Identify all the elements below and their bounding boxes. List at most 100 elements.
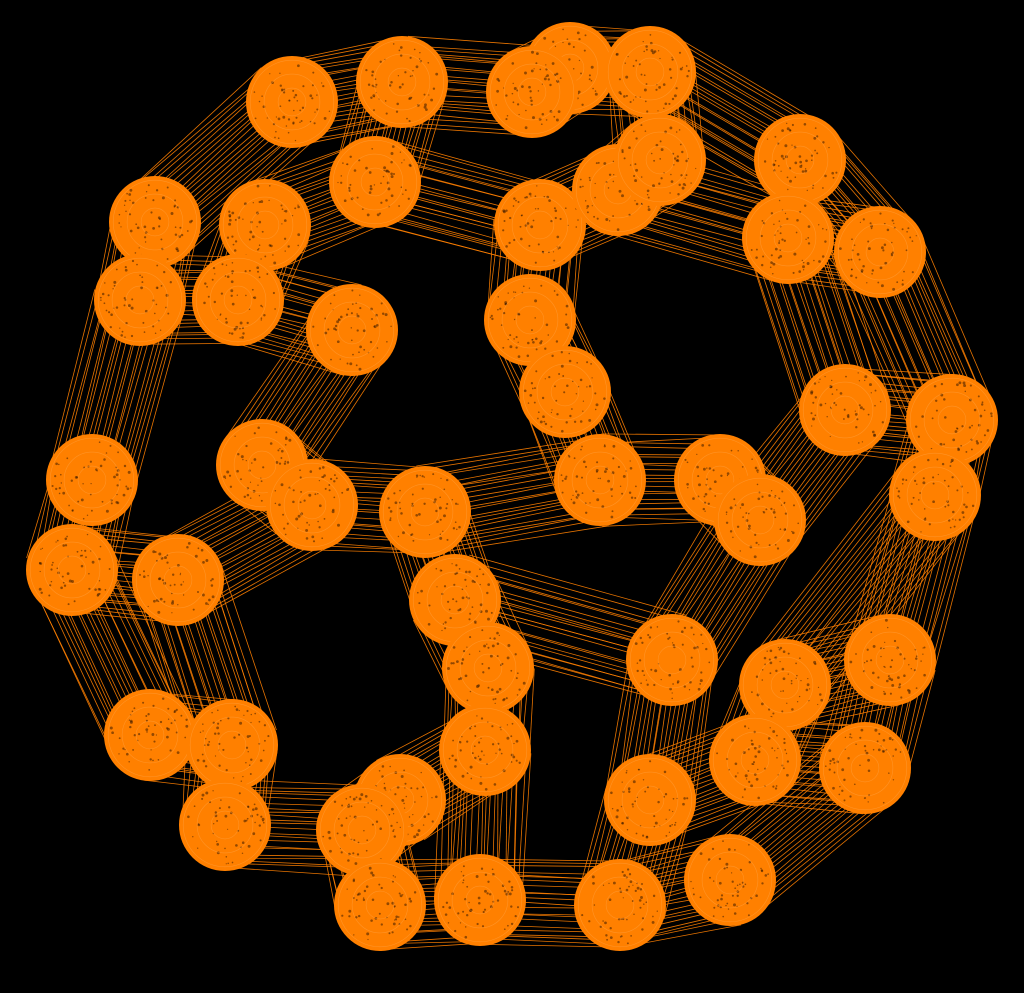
- node-speckle: [874, 728, 878, 732]
- node-speckle: [980, 441, 982, 443]
- node-speckle: [414, 801, 416, 803]
- node-speckle: [668, 102, 671, 105]
- node-speckle: [248, 238, 251, 241]
- node-speckle: [366, 932, 370, 936]
- node-speckle: [486, 892, 489, 895]
- node-speckle: [894, 748, 897, 751]
- node-speckle: [262, 466, 265, 469]
- node-speckle: [802, 265, 805, 269]
- node-speckle: [254, 117, 257, 120]
- node-speckle: [329, 302, 332, 305]
- node-speckle: [423, 93, 426, 96]
- node-speckle: [681, 150, 684, 154]
- node-speckle: [833, 401, 836, 405]
- node-speckle: [867, 801, 869, 803]
- node-speckle: [590, 363, 592, 365]
- node-speckle: [760, 234, 763, 238]
- node-speckle: [620, 935, 623, 938]
- node-speckle: [792, 531, 795, 535]
- node-speckle: [251, 462, 253, 464]
- node-speckle: [273, 261, 277, 265]
- node-speckle: [567, 454, 570, 457]
- node-speckle: [157, 610, 161, 614]
- node-speckle: [872, 644, 876, 648]
- node-speckle: [907, 227, 910, 230]
- node-speckle: [423, 105, 427, 109]
- node-speckle: [503, 928, 506, 931]
- node-speckle: [595, 162, 598, 165]
- node-speckle: [836, 389, 838, 391]
- node-speckle: [328, 110, 331, 113]
- node-speckle: [158, 225, 161, 228]
- wire-line: [529, 668, 535, 749]
- node-speckle: [829, 759, 832, 763]
- node-speckle: [891, 241, 893, 244]
- node-speckle: [755, 256, 758, 259]
- node-speckle: [416, 591, 419, 594]
- node-speckle: [839, 785, 841, 788]
- node-speckle: [913, 465, 916, 469]
- node-speckle: [572, 501, 576, 505]
- node-speckle: [500, 324, 503, 326]
- node-speckle: [897, 490, 901, 493]
- node-speckle: [133, 734, 136, 737]
- node-speckle: [515, 739, 519, 743]
- node-speckle: [579, 378, 583, 382]
- node-speckle: [448, 757, 451, 760]
- node-speckle: [230, 294, 233, 297]
- node-speckle: [507, 924, 509, 927]
- node-speckle: [300, 120, 303, 122]
- cage-node: [306, 284, 398, 376]
- node-speckle: [791, 530, 793, 533]
- node-speckle: [609, 927, 612, 930]
- node-speckle: [892, 287, 896, 291]
- node-speckle: [152, 550, 156, 554]
- node-ring: [97, 257, 183, 343]
- node-speckle: [161, 196, 165, 200]
- node-speckle: [720, 897, 723, 901]
- node-speckle: [142, 321, 145, 324]
- node-speckle: [369, 184, 373, 188]
- node-speckle: [404, 189, 407, 192]
- node-speckle: [355, 916, 358, 919]
- node-speckle: [958, 448, 960, 450]
- node-speckle: [635, 168, 639, 172]
- node-speckle: [530, 69, 534, 73]
- node-speckle: [947, 504, 950, 507]
- node-speckle: [242, 332, 245, 335]
- node-speckle: [730, 449, 733, 452]
- node-speckle: [921, 415, 924, 418]
- node-speckle: [530, 382, 534, 385]
- node-speckle: [588, 920, 591, 923]
- node-speckle: [554, 216, 557, 220]
- node-speckle: [374, 78, 377, 80]
- node-speckle: [294, 139, 297, 142]
- node-speckle: [216, 819, 219, 822]
- node-speckle: [657, 110, 659, 112]
- node-speckle: [819, 378, 821, 380]
- node-speckle: [348, 909, 352, 913]
- node-speckle: [225, 768, 228, 772]
- node-ring: [57, 555, 87, 585]
- node-speckle: [580, 448, 582, 451]
- node-speckle: [511, 92, 514, 95]
- node-speckle: [234, 435, 236, 437]
- node-speckle: [854, 410, 856, 412]
- node-speckle: [351, 303, 354, 305]
- node-ring: [163, 565, 193, 595]
- node-speckle: [791, 144, 793, 146]
- node-speckle: [212, 790, 214, 792]
- node-speckle: [669, 192, 671, 194]
- node-speckle: [240, 478, 242, 481]
- node-speckle: [859, 221, 862, 224]
- node-speckle: [545, 323, 549, 327]
- node-speckle: [316, 344, 319, 347]
- node-speckle: [283, 527, 286, 530]
- node-speckle: [555, 399, 558, 402]
- node-speckle: [769, 649, 773, 653]
- node-speckle: [250, 713, 252, 716]
- node-speckle: [516, 694, 519, 696]
- node-speckle: [594, 92, 598, 96]
- node-speckle: [274, 136, 276, 139]
- node-speckle: [685, 65, 688, 67]
